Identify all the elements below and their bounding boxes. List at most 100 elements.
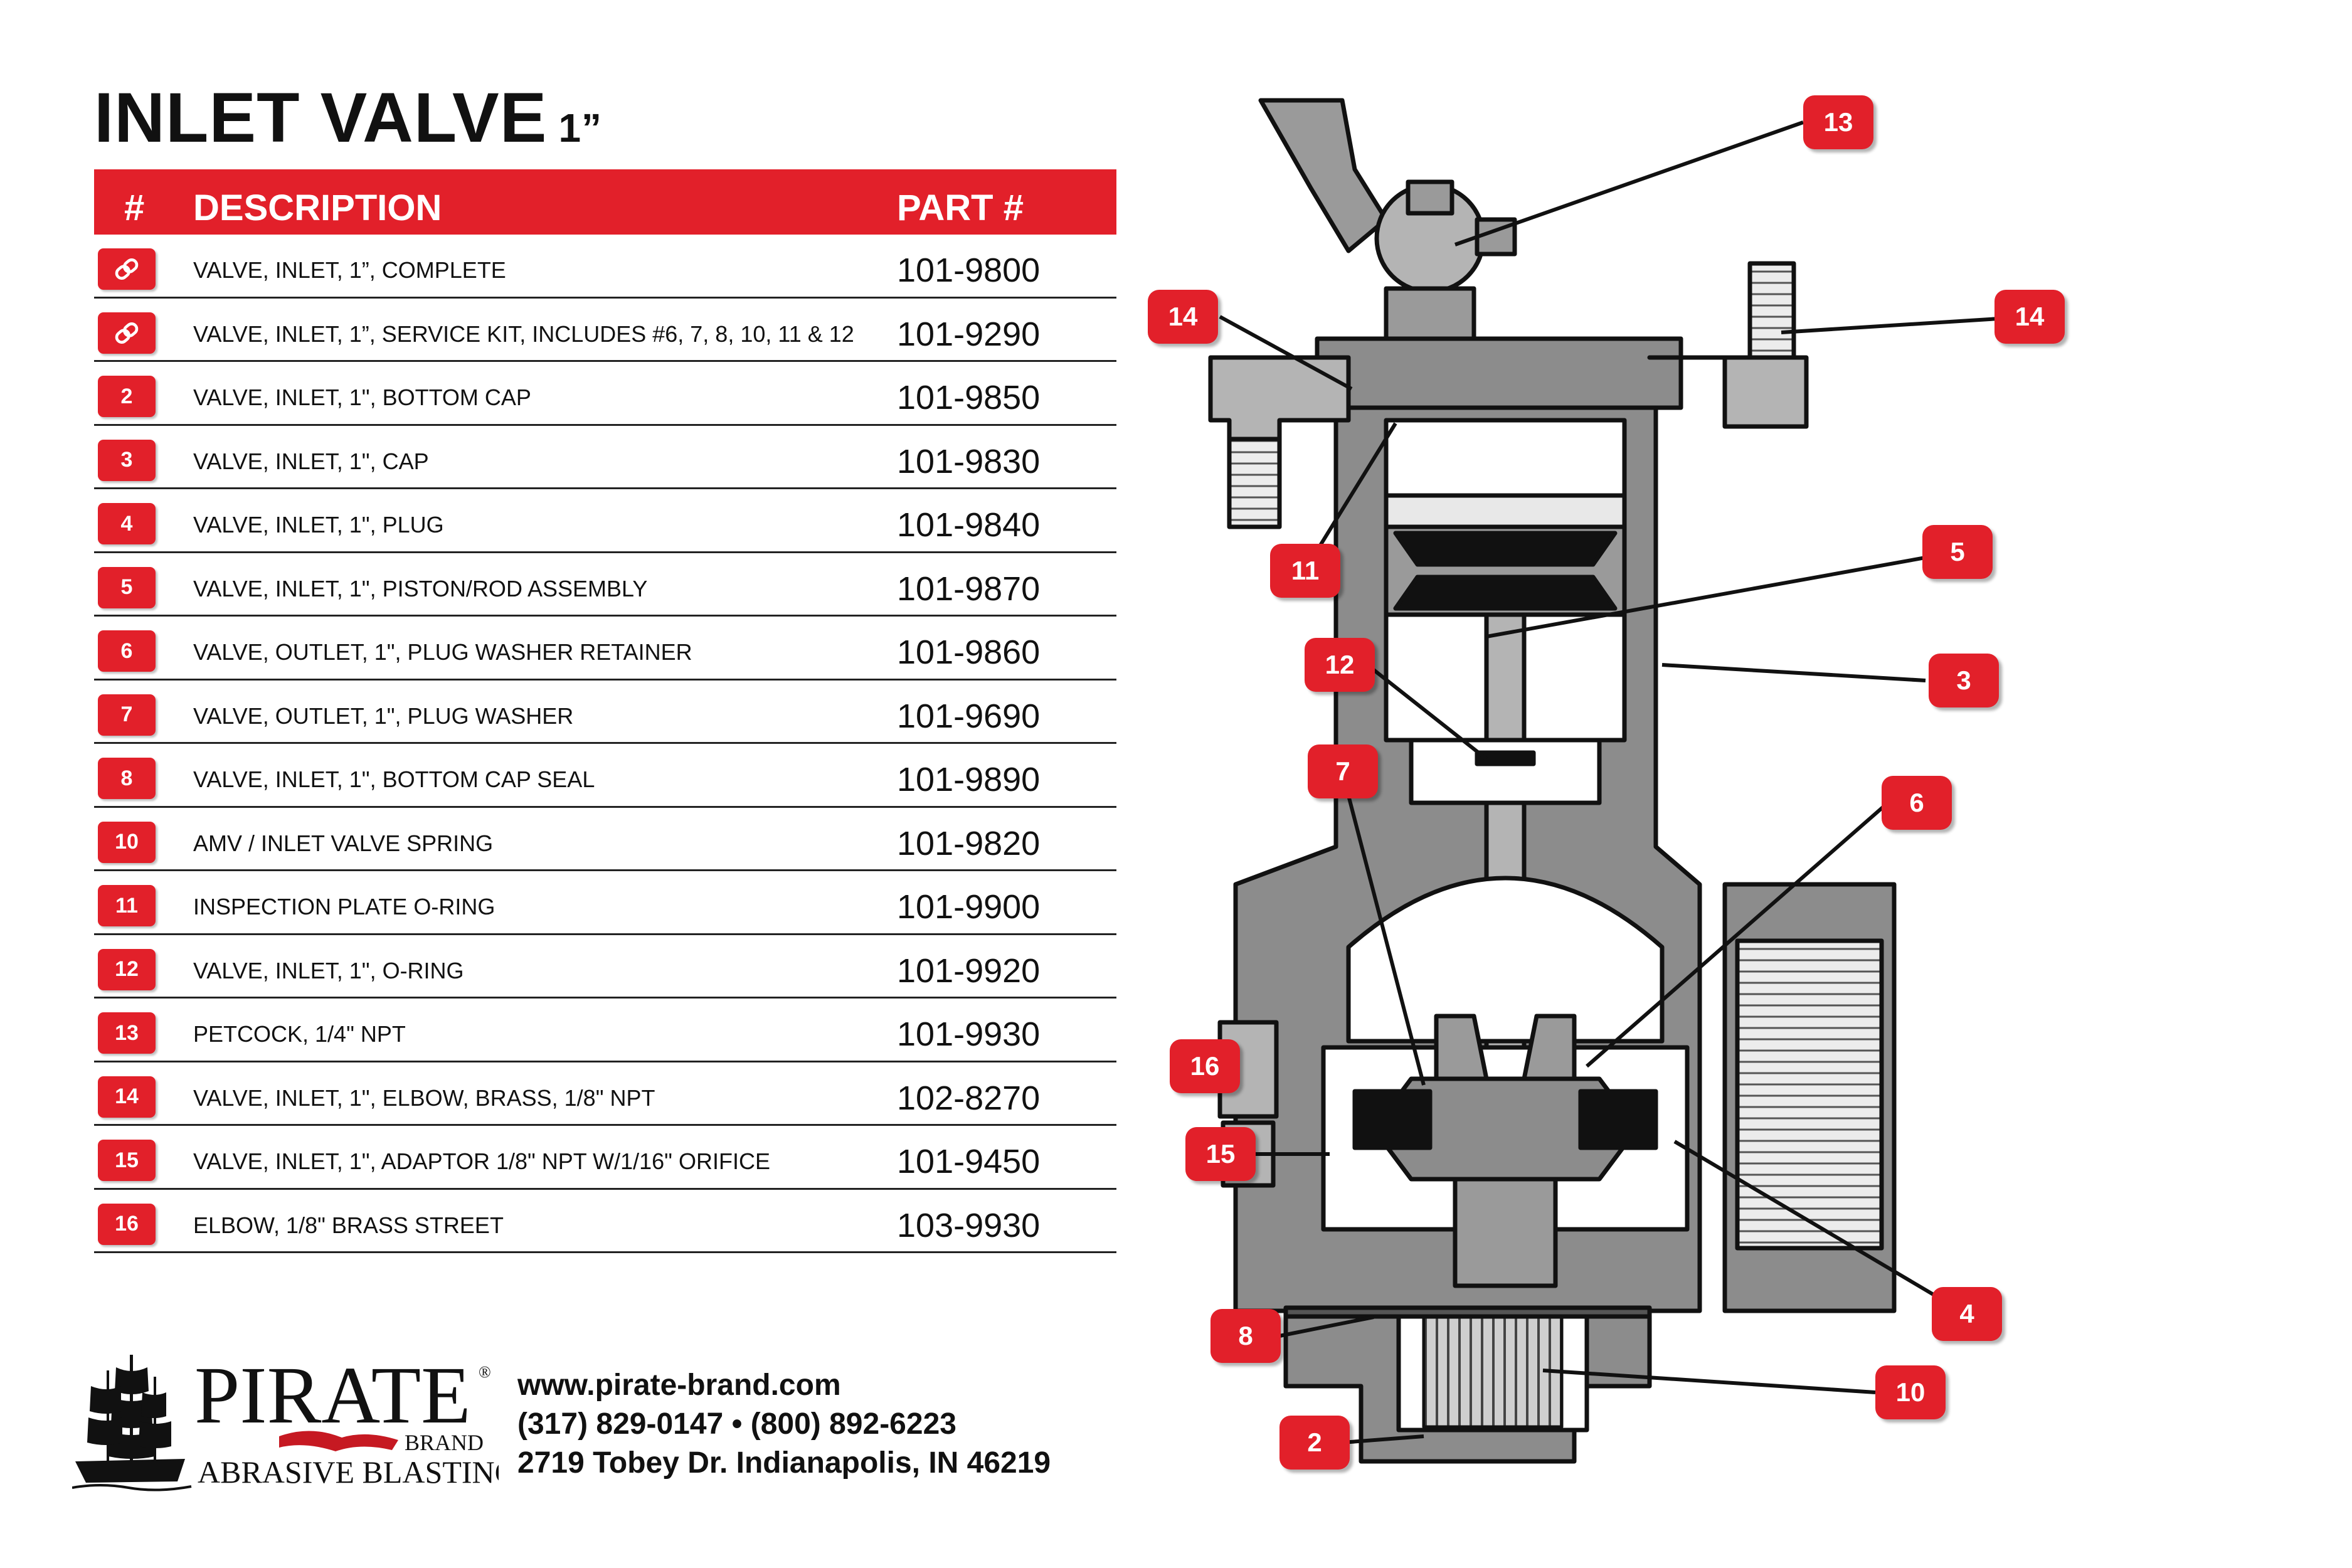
piston-top: [1384, 493, 1627, 529]
pirate-brand-logo: PIRATE ® BRAND ABRASIVE BLASTING: [72, 1350, 499, 1491]
callout-badge: 2: [1279, 1416, 1350, 1470]
contact-block: www.pirate-brand.com (317) 829-0147 • (8…: [517, 1366, 1051, 1483]
callout-badge: 7: [1308, 744, 1378, 798]
callout-badge: 6: [1882, 776, 1952, 830]
row-part-number: 101-9800: [897, 252, 1041, 289]
header-description: DESCRIPTION: [193, 188, 442, 228]
row-description: VALVE, INLET, 1”, COMPLETE: [193, 257, 506, 283]
table-row: 14 VALVE, INLET, 1", ELBOW, BRASS, 1/8" N…: [94, 1062, 1116, 1126]
row-number-badge: 4: [98, 503, 156, 544]
callout-badge: 12: [1305, 638, 1375, 692]
table-row: VALVE, INLET, 1”, SERVICE KIT, INCLUDES …: [94, 299, 1116, 362]
table-row: 7 VALVE, OUTLET, 1", PLUG WASHER 101-9690: [94, 681, 1116, 744]
row-part-number: 101-9930: [897, 1015, 1041, 1053]
callout-badge: 4: [1932, 1287, 2002, 1341]
row-number-badge: 6: [98, 630, 156, 672]
row-number-badge: 13: [98, 1012, 156, 1054]
petcock-base: [1384, 286, 1476, 341]
title-main: INLET VALVE: [94, 78, 548, 157]
row-number-badge: 15: [98, 1140, 156, 1181]
petcock-stem: [1406, 179, 1454, 216]
table-row: 8 VALVE, INLET, 1", BOTTOM CAP SEAL 101-98…: [94, 744, 1116, 808]
row-part-number: 101-9830: [897, 442, 1041, 480]
row-description: VALVE, OUTLET, 1", PLUG WASHER: [193, 702, 574, 729]
row-part-number: 101-9850: [897, 379, 1041, 416]
row-description: AMV / INLET VALVE SPRING: [193, 830, 494, 856]
bottom-cap-seal: [1283, 1305, 1652, 1319]
callout-badge: 11: [1270, 544, 1340, 598]
row-description: VALVE, INLET, 1", BOTTOM CAP: [193, 384, 531, 410]
mid-cavity: [1409, 738, 1602, 805]
row-description: PETCOCK, 1/4" NPT: [193, 1021, 406, 1047]
row-description: VALVE, INLET, 1", O-RING: [193, 957, 464, 983]
piston-seal-lower: [1393, 575, 1618, 611]
petcock-handle: [1258, 98, 1389, 253]
table-header: # DESCRIPTION PART #: [94, 169, 1116, 235]
row-number-badge: 14: [98, 1076, 156, 1118]
row-description: VALVE, INLET, 1", PISTON/ROD ASSEMBLY: [193, 575, 648, 601]
link-icon: [115, 322, 139, 344]
row-description: VALVE, INLET, 1", CAP: [193, 448, 429, 474]
row-part-number: 101-9450: [897, 1143, 1041, 1180]
elbow-right-thread: [1747, 261, 1796, 360]
callout-badge: 3: [1929, 654, 1999, 707]
row-part-number: 101-9860: [897, 633, 1041, 671]
oring-12: [1475, 750, 1536, 766]
row-number-badge: 10: [98, 821, 156, 863]
logo-brand: BRAND: [405, 1430, 484, 1455]
callout-badge: 14: [1148, 290, 1218, 344]
row-number-badge: [98, 248, 156, 290]
row-number-badge: 8: [98, 758, 156, 799]
header-num: #: [124, 188, 145, 228]
table-row: 11 INSPECTION PLATE O-RING 101-9900: [94, 871, 1116, 935]
row-part-number: 101-9290: [897, 315, 1041, 353]
pirate-ship-icon: [72, 1355, 192, 1491]
header-part: PART #: [897, 188, 1024, 228]
row-number-badge: 3: [98, 439, 156, 481]
address-text: 2719 Tobey Dr. Indianapolis, IN 46219: [517, 1446, 1051, 1480]
flow-chamber: [1346, 876, 1665, 1044]
link-icon: [115, 258, 139, 280]
plug-stem: [1453, 1177, 1558, 1288]
row-part-number: 101-9920: [897, 951, 1041, 990]
row-description: VALVE, OUTLET, 1", PLUG WASHER RETAINER: [193, 639, 692, 665]
row-part-number: 101-9690: [897, 697, 1041, 735]
top-plate: [1315, 336, 1683, 410]
parts-table: # DESCRIPTION PART # VALVE, INLET, 1”, C…: [94, 169, 1116, 1253]
callout-badge: 14: [1994, 290, 2065, 344]
plug-retainer: [1434, 1014, 1577, 1081]
logo-tagline: ABRASIVE BLASTING: [198, 1454, 499, 1490]
row-description: VALVE, INLET, 1", ELBOW, BRASS, 1/8" NPT: [193, 1084, 655, 1111]
valve-cross-section: [1208, 98, 2030, 1464]
row-number-badge: 7: [98, 694, 156, 736]
right-port-thread: [1735, 938, 1884, 1251]
elbow-left-thread: [1227, 437, 1282, 529]
logo-registered: ®: [479, 1363, 491, 1381]
row-description: VALVE, INLET, 1", BOTTOM CAP SEAL: [193, 766, 595, 792]
row-number-badge: [98, 312, 156, 354]
phone-text: (317) 829-0147 • (800) 892-6223: [517, 1407, 956, 1441]
row-part-number: 101-9890: [897, 761, 1041, 798]
row-description: VALVE, INLET, 1", ADAPTOR 1/8" NPT W/1/1…: [193, 1148, 770, 1174]
callout-badge: 10: [1875, 1365, 1946, 1419]
website-text: www.pirate-brand.com: [517, 1369, 841, 1402]
row-number-badge: 16: [98, 1203, 156, 1245]
table-row: 15 VALVE, INLET, 1", ADAPTOR 1/8" NPT W/1…: [94, 1126, 1116, 1190]
row-description: INSPECTION PLATE O-RING: [193, 894, 495, 919]
row-part-number: 101-9900: [897, 888, 1041, 926]
table-row: 6 VALVE, OUTLET, 1", PLUG WASHER RETAINER…: [94, 617, 1116, 681]
callout-badge: 8: [1210, 1309, 1281, 1363]
row-part-number: 101-9870: [897, 569, 1041, 608]
row-number-badge: 11: [98, 885, 156, 926]
logo-name: PIRATE: [194, 1350, 471, 1441]
row-part-number: 101-9840: [897, 506, 1041, 544]
callout-badge: 15: [1185, 1127, 1256, 1181]
